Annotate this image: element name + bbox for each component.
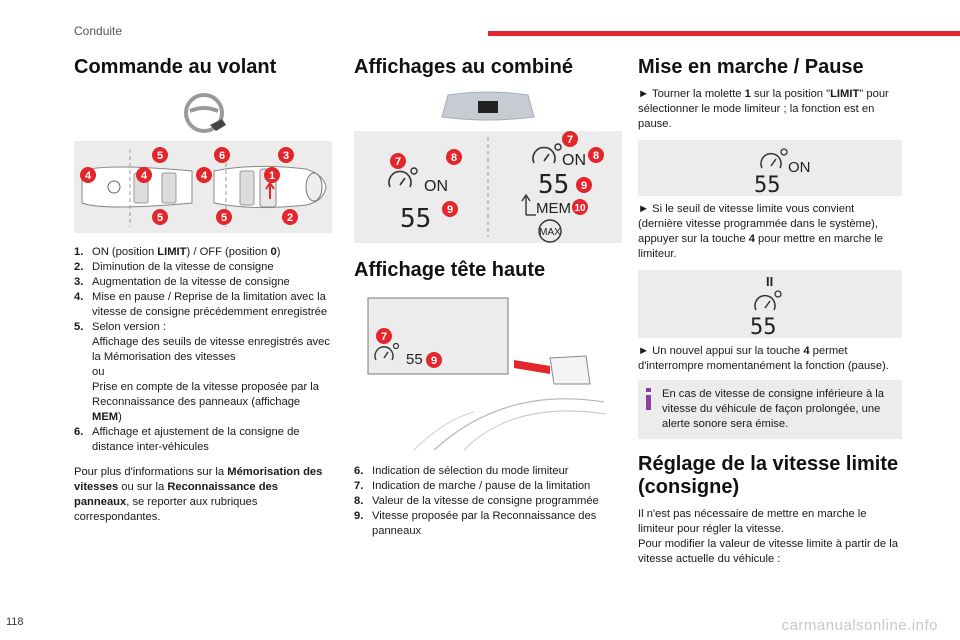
speed-value-right: 55: [538, 170, 569, 200]
footer-watermark: carmanualsonline.info: [781, 617, 938, 634]
cluster-display-figure: ON 55 ON 55 MEM MAX 7 8 9: [354, 131, 622, 243]
hud-speed-value: 55: [406, 351, 423, 368]
reference-paragraph: Pour plus d'informations sur la Mémorisa…: [74, 466, 323, 523]
callout-3: 3: [283, 150, 289, 162]
callout-9-right: 9: [581, 180, 587, 192]
callout-4b: 4: [141, 170, 148, 182]
display-legend-list: 6.Indication de sélection du mode limite…: [354, 464, 622, 539]
step-press-key-4: ► Si le seuil de vitesse limite vous con…: [638, 203, 884, 260]
list-item: 9.Vitesse proposée par la Reconnaissance…: [354, 510, 597, 537]
running-header: Conduite: [74, 24, 123, 38]
info-note: En cas de vitesse de consigne inférieure…: [638, 380, 902, 439]
speed-value-left: 55: [400, 204, 431, 234]
pause-icon: II: [766, 274, 773, 289]
step-press-again: ► Un nouvel appui sur la touche 4 permet…: [638, 345, 889, 372]
list-item: 6.Affichage et ajustement de la consigne…: [74, 426, 300, 453]
list-item: 3.Augmentation de la vitesse de consigne: [74, 276, 290, 288]
fig2-speed: 55: [750, 315, 777, 338]
limiter-active-figure: II 55: [638, 270, 902, 338]
hud-callout-9: 9: [431, 355, 437, 367]
callout-6: 6: [219, 150, 225, 162]
paragraph-modify-value: Pour modifier la valeur de vitesse limit…: [638, 538, 898, 565]
max-badge: [538, 219, 562, 243]
fig1-speed: 55: [754, 173, 781, 196]
limiter-stalk-image: [81, 149, 193, 227]
mem-label: MEM: [536, 200, 571, 217]
heading-reglage-vitesse: Réglage de la vitesse limite (consigne): [638, 453, 899, 498]
info-note-text: En cas de vitesse de consigne inférieure…: [662, 388, 885, 430]
heading-commande-volant: Commande au volant: [74, 56, 277, 78]
page-number: 118: [6, 616, 24, 628]
column-activation: Mise en marche / Pause ► Tourner la mole…: [638, 56, 902, 567]
callout-4a: 4: [85, 170, 92, 182]
header-accent-bar: [488, 31, 960, 36]
callout-9-left: 9: [447, 204, 453, 216]
fig1-on-label: ON: [788, 159, 811, 176]
callout-5a: 5: [157, 150, 163, 162]
list-item: 4.Mise en pause / Reprise de la limitati…: [74, 291, 328, 318]
callout-8-right: 8: [593, 150, 599, 162]
speedometer-icon-right: [532, 143, 562, 164]
max-label: MAX: [539, 227, 561, 238]
callout-7-right: 7: [567, 134, 573, 146]
callout-2: 2: [287, 212, 293, 224]
callout-8-left: 8: [451, 152, 457, 164]
list-item: 1. ON (position LIMIT) / OFF (position 0…: [74, 246, 281, 258]
steering-wheel-icon: [184, 93, 226, 133]
arrow-up-icon: [521, 193, 531, 215]
callout-4c: 4: [201, 170, 208, 182]
column-displays: Affichages au combiné ON 55 ON 55: [354, 56, 622, 539]
callout-5b: 5: [157, 212, 163, 224]
hud-speedometer-icon: [374, 342, 400, 361]
head-up-display-figure: 55 7 9: [367, 297, 607, 451]
callout-5c: 5: [221, 212, 227, 224]
steering-controls-figure: 4 5 4 5 6 3 4 1 5 2: [74, 141, 332, 233]
on-label-left: ON: [424, 178, 448, 195]
heading-affichage-tete-haute: Affichage tête haute: [354, 259, 546, 281]
info-icon: [646, 388, 651, 410]
callout-1: 1: [269, 170, 275, 182]
hud-callout-7: 7: [381, 331, 387, 343]
list-item: 2.Diminution de la vitesse de consigne: [74, 261, 274, 273]
callout-10: 10: [574, 203, 586, 214]
callout-group: [80, 147, 298, 225]
callout-7-left: 7: [395, 156, 401, 168]
instrument-cluster-icon: [441, 91, 535, 121]
step-turn-wheel: ► Tourner la molette 1 sur la position "…: [638, 88, 889, 130]
heading-mise-en-marche: Mise en marche / Pause: [638, 56, 864, 78]
speedometer-icon: [388, 167, 418, 188]
heading-affichages-combine: Affichages au combiné: [354, 56, 573, 78]
limiter-paused-figure: ON 55: [638, 140, 902, 196]
column-steering-control: Commande au volant: [74, 56, 332, 525]
list-item: 7.Indication de marche / pause de la lim…: [354, 480, 591, 492]
paragraph-no-activation: Il n'est pas nécessaire de mettre en mar…: [638, 508, 867, 535]
list-item: 5. Selon version : Affichage des seuils …: [74, 321, 330, 423]
list-item: 8.Valeur de la vitesse de consigne progr…: [354, 495, 599, 507]
list-item: 6.Indication de sélection du mode limite…: [354, 465, 569, 477]
on-label-right: ON: [562, 152, 586, 169]
steering-legend-list: 1. ON (position LIMIT) / OFF (position 0…: [74, 245, 332, 455]
